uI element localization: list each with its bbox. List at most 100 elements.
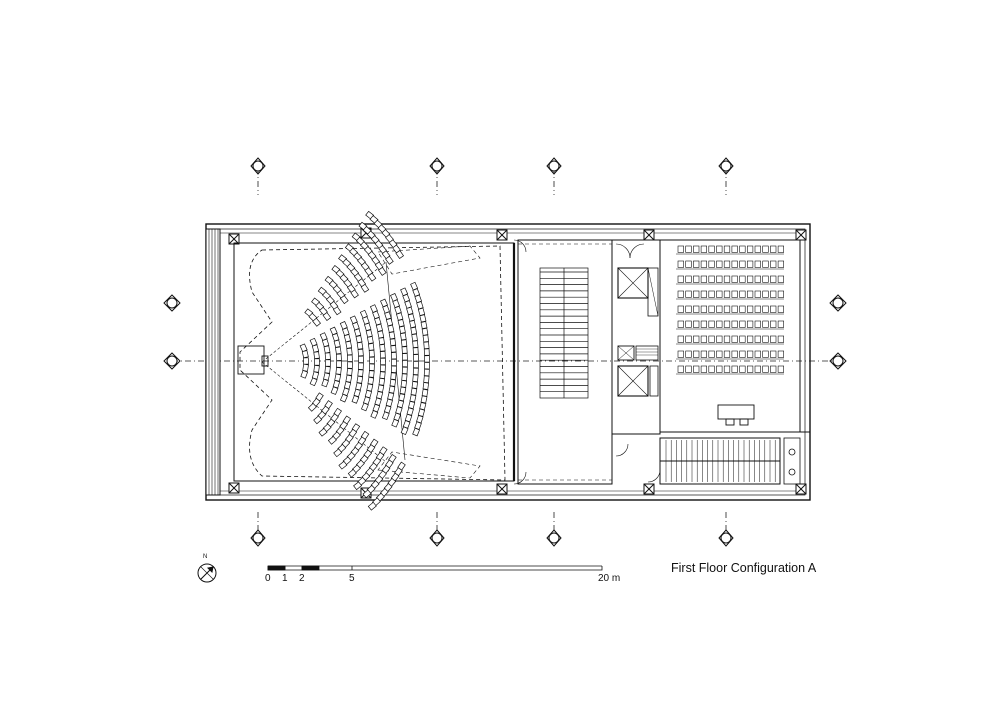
seat: [322, 312, 332, 321]
seat: [412, 340, 419, 349]
seat: [397, 318, 405, 328]
seat: [746, 335, 754, 343]
seat: [739, 260, 746, 268]
seat: [345, 374, 353, 383]
seat-row: [309, 337, 320, 387]
seat: [677, 275, 684, 283]
seat: [754, 365, 761, 373]
grid-marker-bottom-2: [429, 529, 445, 547]
seat: [311, 344, 320, 353]
seat: [693, 350, 700, 358]
seat: [377, 330, 385, 339]
seat: [677, 305, 684, 313]
seat: [685, 305, 692, 313]
seat: [762, 305, 769, 313]
seat: [693, 335, 700, 343]
seat-row: [676, 245, 784, 255]
seat-row: [676, 260, 784, 270]
seat: [369, 356, 375, 364]
seat: [407, 313, 415, 322]
seat: [677, 365, 684, 373]
seat: [360, 283, 370, 293]
seat: [380, 357, 386, 366]
seat: [770, 365, 777, 373]
seat: [693, 275, 700, 283]
seat: [770, 275, 777, 283]
seat: [770, 290, 777, 298]
seat: [770, 335, 777, 343]
seat: [770, 350, 777, 358]
seat-row: [676, 335, 784, 345]
seat: [390, 372, 397, 380]
service-core: [513, 239, 661, 485]
seat: [777, 320, 784, 328]
seat: [693, 245, 700, 253]
seat: [400, 332, 407, 341]
seat: [390, 365, 397, 373]
seat: [716, 350, 723, 358]
seat: [746, 305, 754, 313]
seat: [754, 335, 761, 343]
seat: [739, 305, 746, 313]
seat: [762, 365, 769, 373]
grid-marker-top-4: [718, 157, 734, 175]
seat: [700, 305, 707, 313]
seat: [347, 468, 357, 478]
seat: [677, 260, 684, 268]
seat: [723, 305, 731, 313]
seat: [300, 370, 309, 379]
seat: [327, 435, 337, 445]
seat: [395, 250, 404, 259]
seat: [739, 350, 746, 358]
seat: [356, 341, 364, 350]
seat: [343, 334, 351, 343]
seat: [347, 354, 353, 362]
shaft-2: [617, 345, 635, 361]
seat: [358, 355, 364, 364]
seat: [770, 260, 777, 268]
seat: [731, 320, 738, 328]
seat-row: [338, 254, 386, 470]
seat: [410, 326, 418, 335]
seat: [378, 337, 385, 346]
seat: [412, 374, 419, 382]
seat: [339, 295, 349, 305]
grid-marker-top-1: [250, 157, 266, 175]
seat: [685, 350, 692, 358]
lecture-hall: [233, 242, 516, 482]
seat-row: [676, 305, 784, 315]
seat: [357, 348, 364, 357]
seat: [398, 325, 406, 334]
seat: [700, 290, 707, 298]
seat: [390, 352, 397, 360]
seat: [708, 290, 715, 298]
seat: [754, 275, 761, 283]
seat: [708, 365, 715, 373]
seat: [754, 350, 761, 358]
seat: [685, 335, 692, 343]
seat: [424, 355, 430, 363]
grid-marker-left-1: [163, 294, 181, 312]
scale-bar: [267, 565, 603, 571]
seat: [413, 354, 419, 362]
grid-marker-left-2: [163, 352, 181, 370]
seat: [411, 381, 419, 389]
scale-tick-20m: 20 m: [598, 573, 620, 584]
seat: [323, 345, 331, 354]
seat-row: [365, 210, 430, 511]
seat: [302, 363, 309, 372]
west-curtain-wall: [205, 228, 221, 496]
seat: [777, 305, 784, 313]
seat: [313, 364, 320, 373]
seat: [762, 245, 769, 253]
seat: [700, 335, 707, 343]
seat: [685, 245, 692, 253]
north-arrow-icon: [197, 563, 217, 583]
drawing-title: First Floor Configuration A: [671, 561, 817, 575]
seat: [335, 353, 342, 362]
seat: [318, 427, 328, 437]
scale-tick-0: 0: [265, 573, 271, 584]
seat: [716, 275, 723, 283]
seat: [389, 338, 397, 347]
seat: [391, 418, 400, 428]
